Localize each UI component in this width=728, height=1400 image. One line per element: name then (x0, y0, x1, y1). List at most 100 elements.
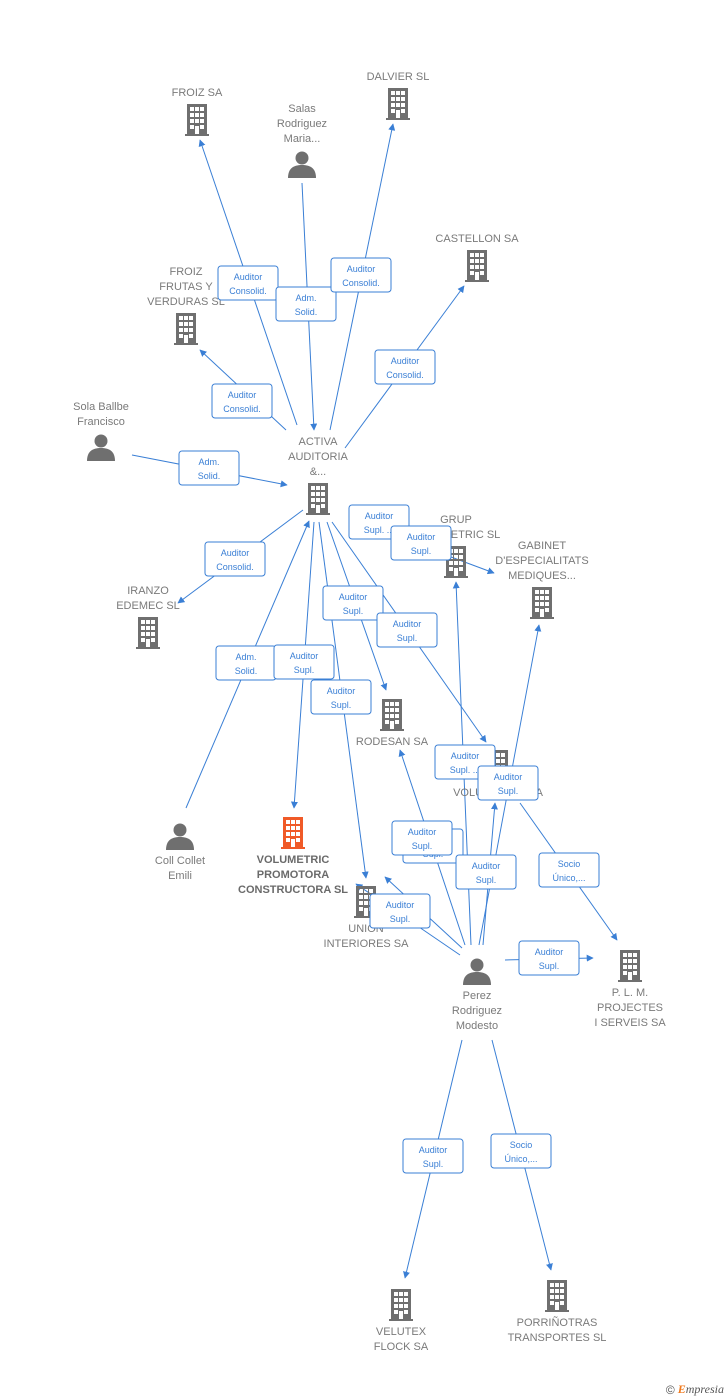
edge-label-text: Auditor (407, 532, 436, 542)
person-icon (463, 958, 491, 985)
edge-label-text: Supl. (390, 914, 411, 924)
node-label: I SERVEIS SA (594, 1017, 666, 1029)
node-dalvier[interactable]: DALVIER SL (367, 71, 430, 120)
node-label: PROJECTES (597, 1002, 663, 1014)
edge-label-text: Auditor (234, 272, 263, 282)
edge-label-text: Auditor (393, 619, 422, 629)
edge-label-text: Auditor (472, 861, 501, 871)
building-icon (386, 88, 410, 120)
edge-label-e21[interactable]: SocioÚnico,... (538, 852, 600, 888)
node-label: Modesto (456, 1020, 498, 1032)
node-label: VELUTEX (376, 1326, 427, 1338)
edge-label-text: Consolid. (386, 370, 424, 380)
node-label: Sola Ballbe (73, 401, 129, 413)
edge-label-text: Consolid. (229, 286, 267, 296)
edge-label-text: Supl. ... (450, 765, 481, 775)
node-castellon[interactable]: CASTELLON SA (435, 233, 519, 282)
edge-label-text: Supl. (411, 546, 432, 556)
edge-labels-layer: AuditorConsolid.Adm.Solid.AuditorConsoli… (178, 257, 600, 1174)
node-gabinet[interactable]: GABINETD'ESPECIALITATSMEDIQUES... (495, 540, 589, 619)
edge-label-text: Auditor (451, 751, 480, 761)
edge-label-e10[interactable]: Adm.Solid. (215, 645, 277, 681)
edge-label-text: Auditor (391, 356, 420, 366)
building-icon (618, 950, 642, 982)
edge-label-text: Solid. (295, 307, 318, 317)
node-label: PORRIÑOTRAS (517, 1316, 598, 1329)
node-label: Maria... (284, 133, 321, 145)
copyright-symbol: © (665, 1382, 675, 1397)
edge-label-text: Consolid. (342, 278, 380, 288)
edge-label-text: Auditor (365, 511, 394, 521)
edge-label-text: Solid. (198, 471, 221, 481)
edge-label-text: Auditor (494, 772, 523, 782)
edge-label-text: Adm. (198, 457, 219, 467)
node-salas[interactable]: SalasRodriguezMaria... (277, 103, 327, 178)
edge-label-e24[interactable]: SocioÚnico,... (490, 1133, 552, 1169)
node-velutex[interactable]: VELUTEX FLOCK SA (374, 1289, 429, 1353)
edge-label-text: Consolid. (223, 404, 261, 414)
edge-label-text: Supl. (498, 786, 519, 796)
person-icon (87, 434, 115, 461)
edge-label-text: Adm. (295, 293, 316, 303)
nodes-layer: FROIZ SA DALVIER SL SalasRodriguezMaria...… (73, 71, 666, 1353)
node-rodesan[interactable]: RODESAN SA (356, 699, 429, 748)
edge-label-text: Adm. (235, 652, 256, 662)
footer-brand: © Empresia (666, 1382, 724, 1397)
edge-label-text: Socio (510, 1140, 533, 1150)
node-activa[interactable]: ACTIVAAUDITORIA&... (288, 436, 349, 515)
edge-label-text: Auditor (290, 651, 319, 661)
edge-label-text: Supl. (343, 606, 364, 616)
edge-label-text: Supl. (412, 841, 433, 851)
edge-label-text: Auditor (347, 264, 376, 274)
edge-label-text: Supl. (294, 665, 315, 675)
building-icon (380, 699, 404, 731)
node-label: INTERIORES SA (324, 938, 410, 950)
edge-label-text: Auditor (228, 390, 257, 400)
building-icon (465, 250, 489, 282)
node-label: GABINET (518, 540, 567, 552)
node-label: Emili (168, 870, 192, 882)
brand-logo: Empresia (677, 1382, 724, 1396)
node-label: GRUP (440, 514, 472, 526)
edge-label-text: Auditor (408, 827, 437, 837)
node-label: DALVIER SL (367, 71, 430, 83)
node-label: FLOCK SA (374, 1341, 429, 1353)
building-icon (174, 313, 198, 345)
node-label: &... (310, 466, 327, 478)
building-icon (306, 483, 330, 515)
node-label: CONSTRUCTORA SL (238, 884, 348, 896)
edge-label-e6[interactable]: Adm. Solid. (178, 450, 240, 486)
node-froiz[interactable]: FROIZ SA (172, 87, 223, 136)
edge-label-e2[interactable]: Adm. Solid. (275, 286, 337, 322)
node-label: VERDURAS SL (147, 296, 225, 308)
edge-label-text: Auditor (221, 548, 250, 558)
edge-label-text: Auditor (419, 1145, 448, 1155)
node-label: FROIZ SA (172, 87, 223, 99)
edge-label-text: Socio (558, 859, 581, 869)
